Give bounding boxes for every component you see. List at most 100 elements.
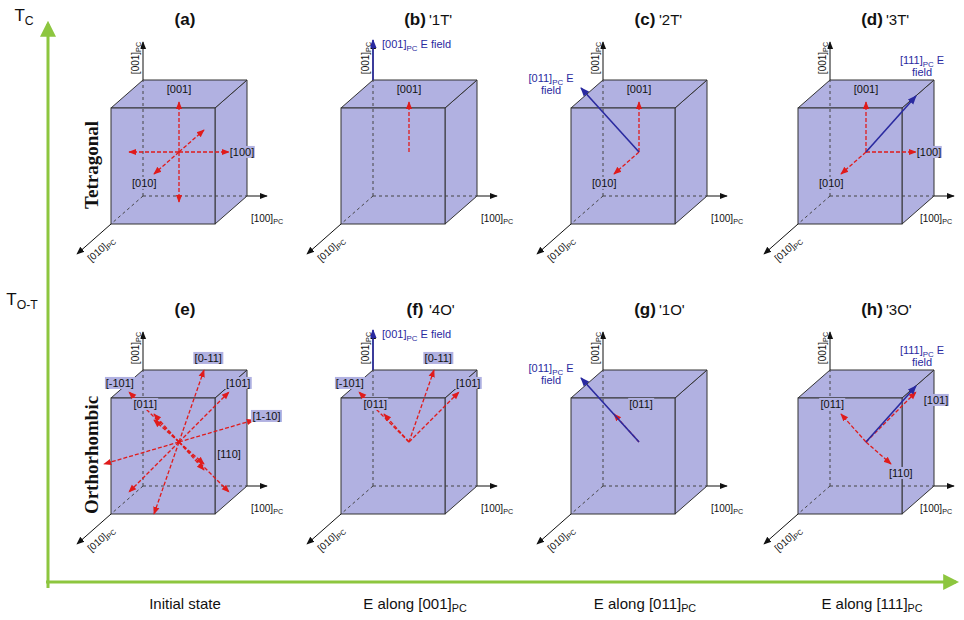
panel-letter: (a) bbox=[175, 11, 196, 30]
axis-direction-label: [001]PC bbox=[130, 331, 141, 365]
state-label: '4O' bbox=[429, 302, 455, 319]
polarization-arrow bbox=[179, 151, 229, 152]
polarization-arrow bbox=[614, 152, 639, 174]
field-direction-label: E along [111]PC bbox=[821, 596, 922, 613]
polarization-arrow bbox=[179, 130, 204, 152]
field-label: [011]PC E field bbox=[524, 72, 578, 96]
axis-arrow bbox=[830, 42, 831, 80]
polarization-label: [011] bbox=[628, 398, 654, 410]
axis-arrow bbox=[247, 196, 267, 197]
polarization-arrow bbox=[179, 370, 204, 442]
cube-face bbox=[798, 398, 902, 514]
hidden-edge bbox=[373, 196, 477, 197]
axis-direction-label: [001]PC bbox=[360, 331, 371, 365]
polarization-arrow bbox=[865, 102, 866, 152]
axis-direction-label: [010]PC bbox=[544, 234, 577, 265]
polarization-label: [001] bbox=[626, 83, 652, 95]
axis-direction-label: [001]PC bbox=[130, 41, 141, 75]
axis-arrow bbox=[143, 332, 144, 370]
hidden-edge bbox=[798, 486, 830, 514]
hidden-edge bbox=[111, 196, 143, 224]
state-label: '2T' bbox=[659, 12, 682, 29]
polarization-arrow bbox=[154, 152, 179, 174]
hidden-edge bbox=[830, 196, 934, 197]
axis-direction-label: [100]PC bbox=[480, 213, 514, 224]
axis-arrow bbox=[477, 196, 497, 197]
cube-face bbox=[111, 108, 215, 224]
axis-arrow bbox=[707, 486, 727, 487]
field-label: [001]PC E field bbox=[381, 328, 452, 340]
phase-label: Tetragonal bbox=[82, 121, 103, 209]
polarization-label: [101] bbox=[225, 377, 251, 389]
axis-label: TO-T bbox=[6, 291, 37, 310]
polarization-label: [101] bbox=[923, 394, 949, 406]
polarization-label: [110] bbox=[888, 467, 914, 479]
polarization-arrow bbox=[154, 442, 179, 514]
polarization-label: [0-11] bbox=[194, 352, 223, 364]
panel-letter: (d) bbox=[861, 11, 883, 30]
polarization-arrow bbox=[409, 392, 459, 442]
phase-label: Orthorhombic bbox=[82, 396, 103, 514]
hidden-edge bbox=[373, 80, 374, 196]
cube-face bbox=[571, 108, 675, 224]
polarization-arrow bbox=[154, 420, 179, 442]
polarization-label: [-101] bbox=[335, 377, 365, 389]
hidden-edge bbox=[603, 196, 707, 197]
panel-letter: (g) bbox=[634, 301, 656, 320]
polarization-arrow bbox=[841, 414, 866, 442]
axis-arrow bbox=[603, 332, 604, 370]
field-label: [111]PC E field bbox=[895, 54, 949, 78]
axis-direction-label: [100]PC bbox=[250, 213, 284, 224]
hidden-edge bbox=[603, 486, 707, 487]
polarization-arrow bbox=[866, 151, 916, 152]
polarization-arrow bbox=[409, 370, 434, 442]
axis-direction-label: [001]PC bbox=[590, 41, 601, 75]
panel-letter: (c) bbox=[635, 11, 656, 30]
field-direction-label: Initial state bbox=[149, 596, 221, 613]
state-label: '1T' bbox=[429, 12, 452, 29]
axis-arrow bbox=[934, 196, 954, 197]
axis-direction-label: [001]PC bbox=[817, 41, 828, 75]
field-direction-label: E along [001]PC bbox=[363, 596, 466, 613]
cube-face bbox=[341, 398, 445, 514]
polarization-label: [010] bbox=[818, 177, 844, 189]
temperature-axis bbox=[47, 24, 50, 588]
hidden-edge bbox=[111, 486, 143, 514]
state-label: '1O' bbox=[659, 302, 685, 319]
polarization-arrow bbox=[359, 392, 409, 442]
cube-face bbox=[798, 108, 902, 224]
hidden-edge bbox=[830, 370, 831, 486]
axis-direction-label: [100]PC bbox=[480, 503, 514, 514]
polarization-arrow bbox=[154, 414, 179, 442]
field-arrow bbox=[581, 88, 639, 152]
axis-direction-label: [010]PC bbox=[544, 524, 577, 555]
polarization-label: [1-10] bbox=[251, 410, 281, 422]
polarization-label: [011] bbox=[133, 398, 159, 410]
panel-letter: (f) bbox=[407, 301, 424, 320]
hidden-edge bbox=[373, 370, 374, 486]
axis-direction-label: [010]PC bbox=[314, 234, 347, 265]
polarization-label: [110] bbox=[216, 448, 242, 460]
panel-letter: (b) bbox=[404, 11, 426, 30]
axis-direction-label: [001]PC bbox=[360, 41, 371, 75]
cube-face bbox=[341, 108, 445, 224]
polarization-arrow bbox=[129, 442, 179, 492]
polarization-label: [-101] bbox=[105, 377, 135, 389]
cube-face bbox=[571, 398, 675, 514]
axis-arrow bbox=[247, 486, 267, 487]
polarization-arrow bbox=[178, 102, 179, 152]
axis-direction-label: [100]PC bbox=[919, 503, 953, 514]
polarization-arrow bbox=[178, 152, 179, 202]
field-label: [111]PC E field bbox=[895, 344, 949, 368]
hidden-edge bbox=[571, 486, 603, 514]
hidden-edge bbox=[798, 196, 830, 224]
polarization-arrow bbox=[841, 152, 866, 174]
polarization-arrow bbox=[384, 414, 409, 442]
polarization-label: [001] bbox=[853, 83, 879, 95]
hidden-edge bbox=[373, 486, 477, 487]
field-arrow bbox=[866, 96, 916, 152]
polarization-arrow bbox=[408, 102, 409, 152]
polarization-label: [010] bbox=[591, 177, 617, 189]
field-label: [001]PC E field bbox=[381, 38, 452, 50]
hidden-edge bbox=[143, 370, 144, 486]
